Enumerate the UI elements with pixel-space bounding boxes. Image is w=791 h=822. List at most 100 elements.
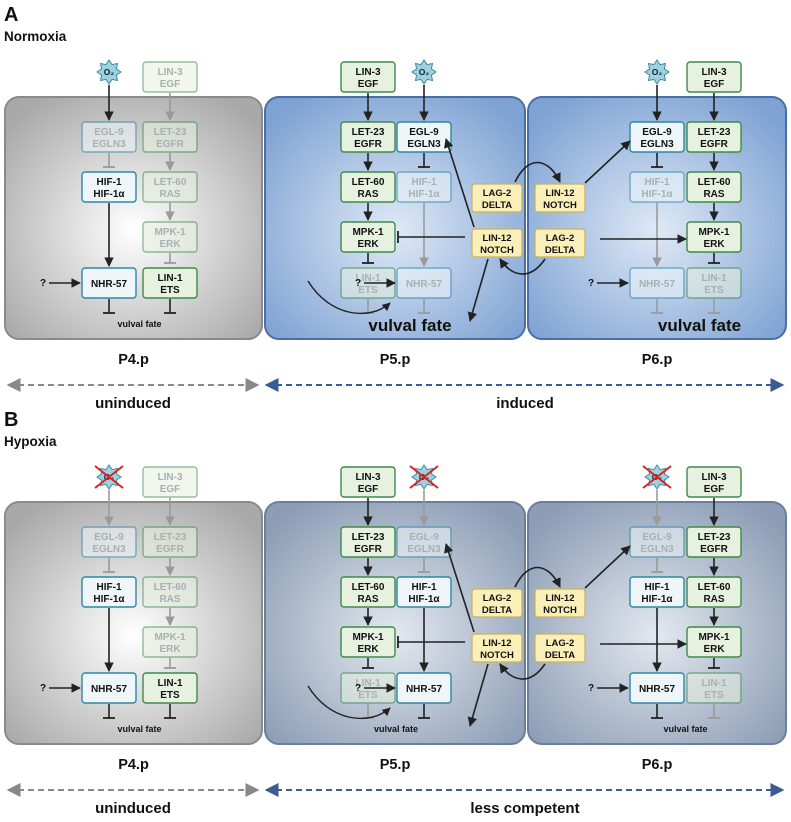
lag2-to-lin12-curve (514, 566, 561, 588)
svg-text:vulval fate: vulval fate (117, 724, 161, 734)
lin12-to-egl9-p5 (444, 543, 475, 633)
lin12-to-egl9-p6 (584, 140, 631, 184)
cell-background-p4p (4, 96, 263, 340)
egl9-inhibits-hif1 (651, 153, 663, 168)
svg-text:ETS: ETS (160, 285, 180, 296)
svg-text:LET-60: LET-60 (352, 177, 385, 188)
svg-text:RAS: RAS (159, 189, 180, 200)
svg-text:ETS: ETS (704, 690, 724, 701)
lin12-to-fate-p5 (467, 258, 489, 322)
svg-text:uninduced: uninduced (95, 800, 171, 817)
egl9-inhibits-hif1 (103, 558, 115, 573)
mpk1-inhibits-lin1 (362, 253, 374, 264)
svg-text:LIN-3: LIN-3 (702, 472, 727, 483)
svg-text:EGLN3: EGLN3 (640, 544, 674, 555)
nhr57-inhibits-fate (651, 704, 663, 719)
svg-text:EGF: EGF (704, 484, 725, 495)
svg-text:?: ? (40, 278, 46, 289)
svg-text:MPK-1: MPK-1 (352, 632, 384, 643)
svg-text:vulval fate: vulval fate (374, 724, 418, 734)
svg-text:MPK-1: MPK-1 (154, 227, 186, 238)
mpk1-inhibits-lin1 (708, 253, 720, 264)
svg-text:LIN-1: LIN-1 (158, 273, 183, 284)
svg-text:LET-23: LET-23 (154, 127, 187, 138)
svg-text:LET-23: LET-23 (154, 532, 187, 543)
svg-text:LIN-3: LIN-3 (158, 67, 183, 78)
lin12-to-egl9-p5 (444, 138, 475, 228)
svg-text:ETS: ETS (704, 285, 724, 296)
lag2-to-lin12-return-curve (499, 258, 546, 275)
mpk1-inhibits-lin1 (708, 658, 720, 669)
oxygen-blocked-icon: O₂ (642, 464, 672, 490)
svg-text:NOTCH: NOTCH (480, 650, 514, 661)
svg-text:EGFR: EGFR (156, 544, 185, 555)
nhr57-inhibits-fate (103, 299, 115, 314)
svg-text:HIF-1α: HIF-1α (641, 594, 673, 605)
svg-text:LAG-2: LAG-2 (483, 188, 512, 199)
svg-text:LET-60: LET-60 (352, 582, 385, 593)
node-nhr57: NHR-57 (81, 672, 137, 704)
svg-text:HIF-1α: HIF-1α (408, 189, 440, 200)
svg-text:RAS: RAS (159, 594, 180, 605)
mpk1-inhibits-lin1 (164, 658, 176, 669)
lin1-inhibits-fate (164, 299, 176, 314)
lin1-inhibits-fate (708, 704, 720, 719)
mpk1-inhibits-lin1 (362, 658, 374, 669)
svg-text:LET-60: LET-60 (698, 582, 731, 593)
egl9-inhibits-hif1 (103, 153, 115, 168)
svg-text:NOTCH: NOTCH (480, 245, 514, 256)
svg-text:LET-23: LET-23 (352, 532, 385, 543)
svg-text:ETS: ETS (160, 690, 180, 701)
svg-text:O₂: O₂ (419, 67, 430, 77)
svg-text:HIF-1: HIF-1 (412, 582, 437, 593)
svg-text:LIN-3: LIN-3 (158, 472, 183, 483)
svg-text:EGFR: EGFR (700, 544, 729, 555)
lag2-to-lin12-curve (514, 161, 561, 183)
svg-text:ETS: ETS (358, 690, 378, 701)
svg-text:vulval fate: vulval fate (117, 319, 161, 329)
svg-text:P4.p: P4.p (118, 757, 149, 773)
cell-p4p: O₂LIN-3EGFEGL-9EGLN3HIF-1HIF-1αNHR-57LET… (40, 464, 198, 773)
svg-text:uninduced: uninduced (95, 395, 171, 412)
svg-text:EGL-9: EGL-9 (642, 127, 672, 138)
svg-text:ERK: ERK (703, 239, 725, 250)
lag2-to-lin12-return-curve (499, 663, 546, 680)
unknown-to-lin1-curve (307, 685, 391, 720)
svg-text:?: ? (40, 683, 46, 694)
node-nhr57: NHR-57 (629, 672, 685, 704)
svg-text:ERK: ERK (703, 644, 725, 655)
oxygen-icon: O₂ (644, 59, 670, 85)
svg-text:NHR-57: NHR-57 (639, 279, 676, 290)
panel-b: BHypoxiaO₂LIN-3EGFEGL-9EGLN3HIF-1HIF-1αN… (4, 409, 787, 817)
svg-text:EGF: EGF (358, 484, 379, 495)
svg-text:?: ? (588, 278, 594, 289)
svg-text:Normoxia: Normoxia (4, 29, 67, 44)
svg-text:EGL-9: EGL-9 (94, 532, 124, 543)
svg-text:EGLN3: EGLN3 (640, 139, 674, 150)
